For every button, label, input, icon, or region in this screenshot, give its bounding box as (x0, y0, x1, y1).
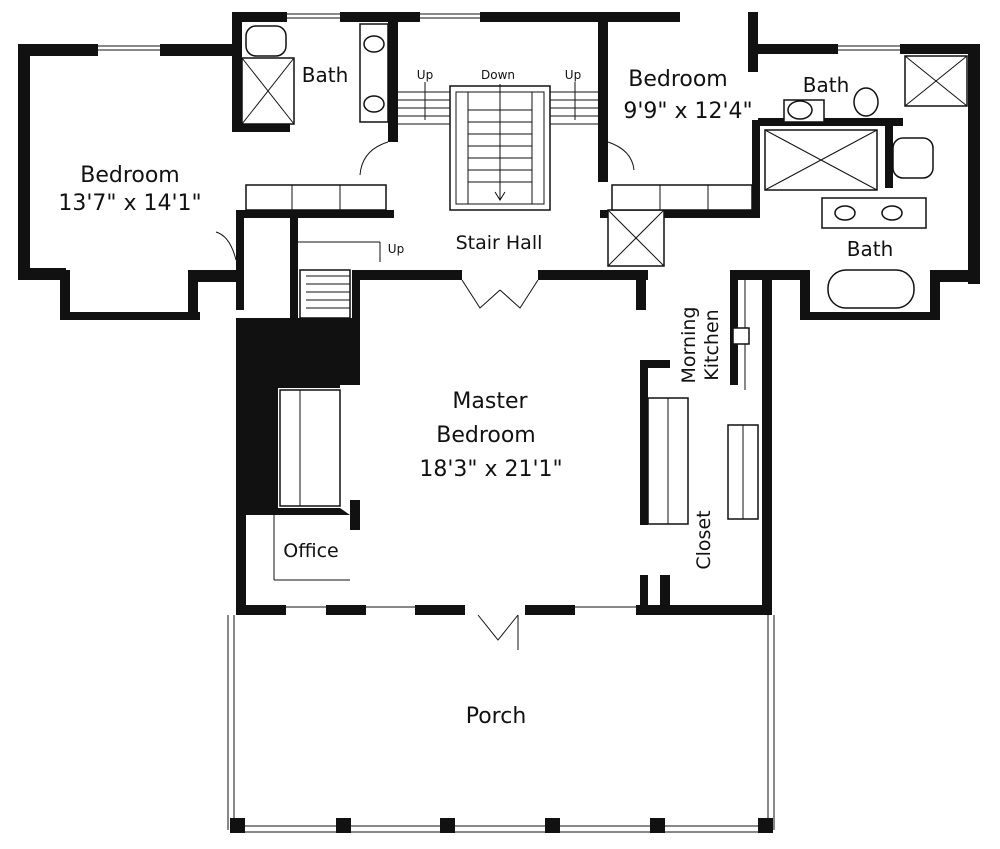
windows (19, 13, 930, 608)
bath-fixtures-upper-left (241, 23, 389, 125)
bath-upper-left-name: Bath (302, 63, 349, 87)
master-bedroom-line2: Bedroom (436, 423, 536, 448)
bedroom-left-size: 13'7" x 14'1" (58, 191, 201, 216)
labels: Bedroom 13'7" x 14'1" Bath Bedroom 9'9" … (58, 63, 893, 729)
stair-down: Down (481, 68, 515, 82)
porch-outline (227, 615, 775, 833)
office-outline (273, 515, 350, 581)
stair-up-lower: Up (388, 242, 404, 256)
bedroom-left-name: Bedroom (80, 163, 180, 188)
stair-up-left: Up (417, 68, 433, 82)
bath-fixtures-upper-right (783, 55, 968, 123)
porch-label: Porch (466, 704, 527, 729)
kitchen-label: Kitchen (701, 309, 723, 380)
hall-closet-box (607, 209, 665, 267)
morning-label: Morning (678, 307, 700, 384)
bath-right-name: Bath (847, 237, 894, 261)
master-bedroom-size: 18'3" x 21'1" (419, 457, 562, 482)
office-label: Office (283, 540, 338, 562)
porch-columns (230, 818, 773, 833)
bedroom-right-name: Bedroom (628, 67, 728, 92)
bath-upper-right-name: Bath (803, 73, 850, 97)
doors (215, 141, 635, 650)
closet-label: Closet (693, 510, 715, 569)
master-bedroom-line1: Master (452, 389, 528, 414)
fireplace (279, 389, 341, 507)
bedroom-right-size: 9'9" x 12'4" (623, 99, 752, 124)
closet-shelves (647, 280, 759, 525)
main-stair (398, 82, 598, 211)
bath-fixtures-right (764, 129, 934, 309)
walls (18, 12, 980, 615)
stair-hall-name: Stair Hall (456, 232, 543, 254)
stair-up-right: Up (565, 68, 581, 82)
lower-stair (298, 241, 381, 319)
built-ins (245, 184, 753, 211)
